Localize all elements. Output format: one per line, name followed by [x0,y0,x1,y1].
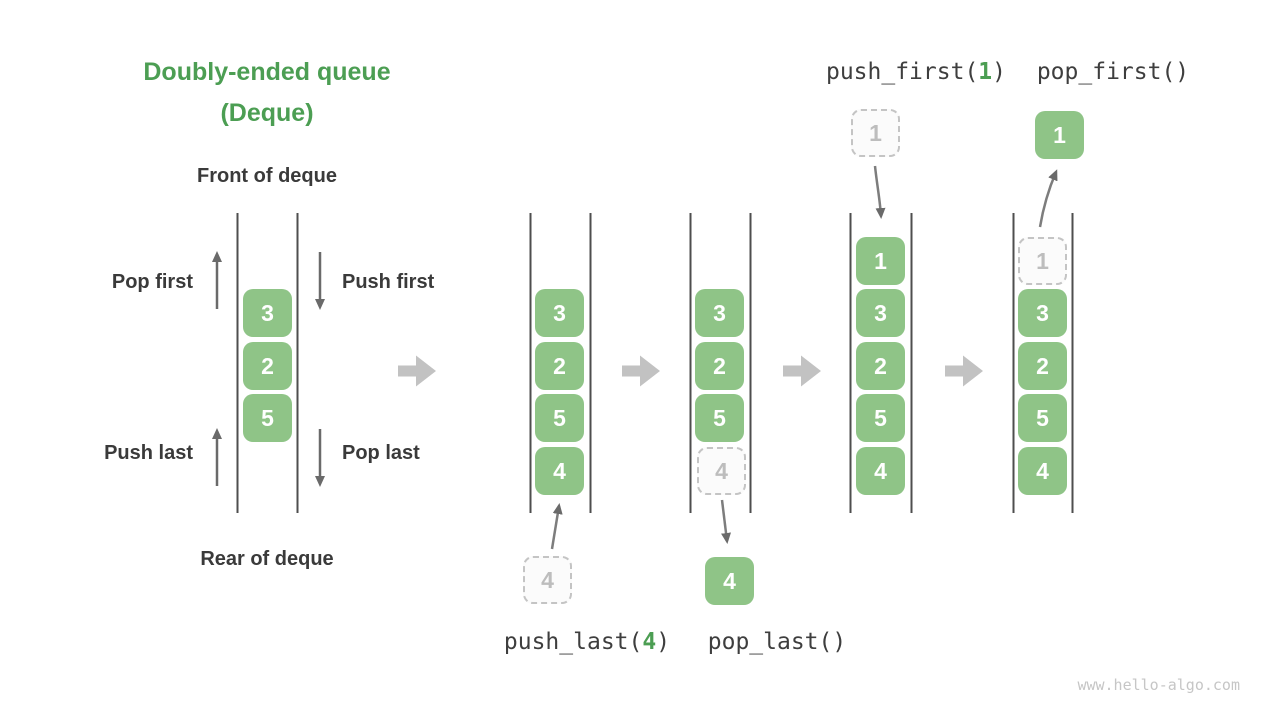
outgoing-value-box: 1 [1035,111,1084,159]
push-first-code-prefix: push_first( [825,59,979,85]
front-of-deque-label: Front of deque [197,165,337,187]
push-last-code-arg: 4 [642,629,657,655]
rear-of-deque-label: Rear of deque [200,548,334,570]
incoming-value-box: 1 [851,109,900,157]
pop-first-label: Pop first [111,271,193,293]
push-first-connector-arrow-icon [873,165,886,219]
deque-cell: 5 [856,394,905,442]
step-arrow-icon [622,355,660,387]
deque-cell-dashed: 4 [697,447,746,495]
watermark: www.hello-algo.com [1077,676,1240,694]
push-last-connector-arrow-icon [550,503,563,550]
deque-cell: 3 [535,289,584,337]
deque-cell: 2 [243,342,292,390]
deque-cell: 3 [856,289,905,337]
diagram-title-line1: Doubly-ended queue [143,58,391,86]
deque-cell: 5 [695,394,744,442]
deque-cell: 3 [695,289,744,337]
deque-cell: 2 [695,342,744,390]
deque-cell: 4 [535,447,584,495]
step-arrow-icon [783,355,821,387]
push-first-code-label: push_first(1) [796,59,1036,85]
deque-cell: 1 [856,237,905,285]
deque-cell: 2 [535,342,584,390]
pop-last-connector-arrow-icon [720,499,731,544]
push-last-code-prefix: push_last( [503,629,643,655]
deque-cell: 3 [1018,289,1067,337]
push-first-code-arg: 1 [978,59,993,85]
pop-first-code-label: pop_first() [1036,59,1190,85]
deque-cell: 5 [535,394,584,442]
diagram-title-line2: (Deque) [220,99,314,127]
step-arrow-icon [945,355,983,387]
pop-first-connector-arrow-icon [1038,169,1058,228]
deque-cell: 4 [1018,447,1067,495]
deque-cell: 2 [1018,342,1067,390]
pop-last-label: Pop last [342,442,420,464]
push-last-code-suffix: ) [656,629,671,655]
deque-cell-dashed: 1 [1018,237,1067,285]
deque-cell: 2 [856,342,905,390]
incoming-value-box: 4 [523,556,572,604]
pop-last-code-label: pop_last() [707,629,847,655]
push-last-label: Push last [104,442,193,464]
deque-cell: 5 [243,394,292,442]
deque-cell: 5 [1018,394,1067,442]
deque-cell: 3 [243,289,292,337]
queue-rails [236,213,1074,513]
deque-cell: 4 [856,447,905,495]
step-arrow-icon [398,355,436,387]
outgoing-value-box: 4 [705,557,754,605]
push-first-label: Push first [342,271,435,293]
push-last-code-label: push_last(4) [467,629,707,655]
push-first-code-suffix: ) [992,59,1007,85]
